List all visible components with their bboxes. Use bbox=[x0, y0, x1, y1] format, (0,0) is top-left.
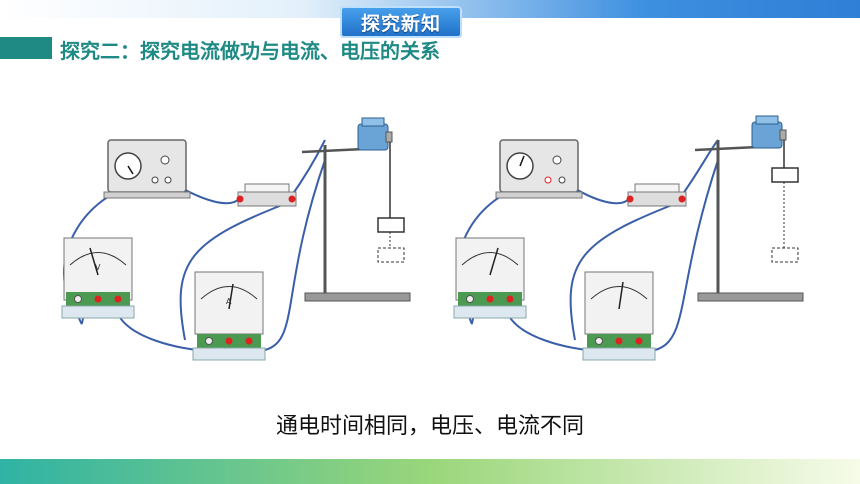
motor bbox=[357, 117, 393, 151]
timer-box bbox=[103, 139, 191, 199]
caption-text: 通电时间相同，电压、电流不同 bbox=[275, 414, 584, 439]
title-marker bbox=[0, 37, 52, 59]
switch-base bbox=[236, 183, 297, 207]
apparatus-right bbox=[453, 115, 804, 361]
apparatus-left: V A bbox=[61, 117, 411, 361]
switch-base-right bbox=[626, 183, 687, 207]
voltmeter-right bbox=[453, 237, 527, 319]
timer-box-right bbox=[495, 139, 583, 199]
motor-right bbox=[751, 115, 787, 149]
section-badge: 探究新知 bbox=[340, 6, 462, 38]
section-title: 探究二：探究电流做功与电流、电压的关系 bbox=[60, 39, 440, 63]
voltmeter: V bbox=[61, 237, 135, 319]
badge-label: 探究新知 bbox=[360, 12, 441, 35]
ammeter: A bbox=[192, 271, 266, 361]
ammeter-unit-label: A bbox=[226, 297, 232, 306]
ammeter-right bbox=[582, 271, 656, 361]
voltmeter-unit-label: V bbox=[95, 263, 101, 272]
iron-stand-right bbox=[694, 140, 804, 302]
bottom-banner bbox=[0, 459, 860, 484]
